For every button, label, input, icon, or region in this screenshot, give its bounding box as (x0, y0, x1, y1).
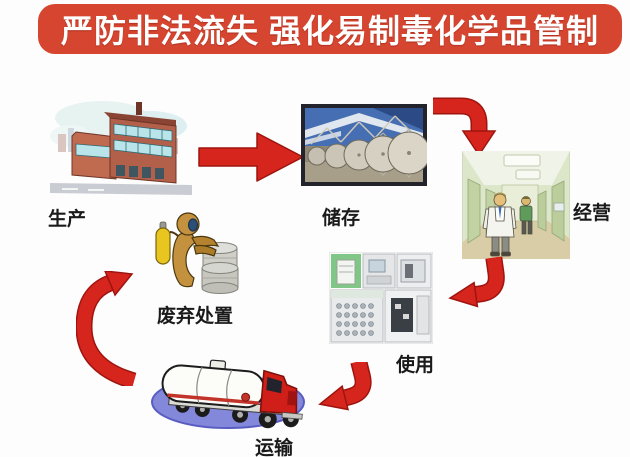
arrow-use-to-transport-icon (314, 362, 382, 424)
tanker-truck-illustration (150, 352, 315, 434)
hazmat-worker-illustration (148, 206, 248, 302)
label-disposal: 废弃处置 (157, 306, 234, 327)
label-use: 使用 (396, 355, 435, 376)
factory-illustration (48, 92, 195, 198)
arrow-production-to-storage-icon (196, 128, 306, 186)
storage-tanks-photo (301, 104, 427, 186)
title-banner: 严防非法流失 强化易制毒化学品管制 (38, 4, 622, 54)
label-operation: 经营 (573, 203, 612, 224)
arrow-storage-to-operation-icon (428, 93, 503, 161)
label-transport: 运输 (255, 438, 294, 457)
label-production: 生产 (48, 209, 87, 230)
equipment-photo (329, 252, 433, 344)
poster-title: 严防非法流失 强化易制毒化学品管制 (61, 13, 599, 49)
arrow-operation-to-use-icon (443, 256, 515, 322)
label-storage: 储存 (322, 208, 361, 229)
arrow-transport-to-disposal-icon (76, 271, 154, 386)
corridor-illustration (462, 151, 570, 259)
